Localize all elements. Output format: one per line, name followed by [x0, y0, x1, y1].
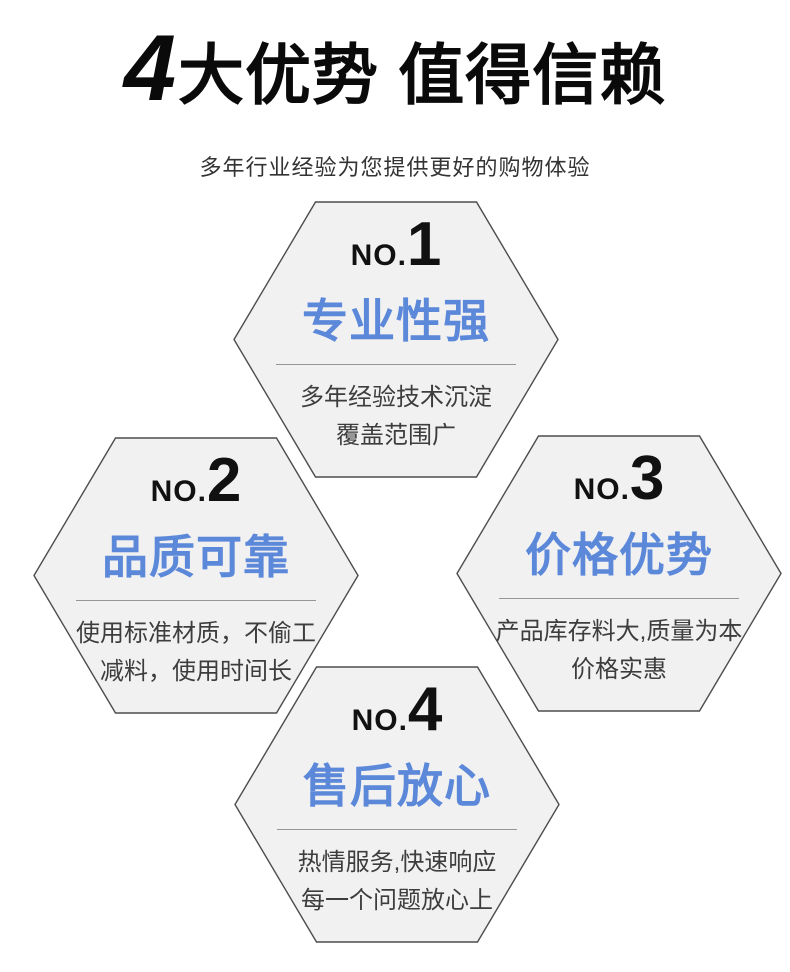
advantage-card-content: NO.1 专业性强 多年经验技术沉淀 覆盖范围广 [233, 201, 559, 478]
rank-number: 1 [406, 210, 442, 279]
rank-number: 2 [206, 446, 242, 515]
advantage-card-1: NO.1 专业性强 多年经验技术沉淀 覆盖范围广 [233, 201, 559, 478]
advantage-card-content: NO.2 品质可靠 使用标准材质，不偷工 减料，使用时间长 [33, 437, 359, 714]
hexagon-shape [233, 201, 559, 478]
hexagon-shape [456, 435, 782, 712]
advantage-card-content: NO.3 价格优势 产品库存料大,质量为本 价格实惠 [456, 435, 782, 712]
advantage-card-3: NO.3 价格优势 产品库存料大,质量为本 价格实惠 [456, 435, 782, 712]
advantage-heading: 专业性强 [302, 295, 490, 347]
title-number: 4 [123, 15, 178, 120]
description-line: 减料，使用时间长 [100, 658, 292, 685]
description-line: 价格实惠 [570, 656, 667, 683]
advantage-heading: 价格优势 [525, 529, 713, 581]
rank-prefix: NO. [350, 239, 407, 272]
rank-prefix: NO. [573, 473, 630, 506]
rank-label: NO.4 [352, 676, 443, 760]
rank-number: 4 [407, 675, 443, 744]
advantage-description: 使用标准材质，不偷工 减料，使用时间长 [76, 615, 316, 691]
hexagon-shape [33, 437, 359, 714]
description-line: 每一个问题放心上 [300, 887, 493, 914]
rank-label: NO.1 [351, 211, 442, 295]
description-line: 产品库存料大,质量为本 [495, 618, 743, 645]
page-title: 4大优势 值得信赖 [0, 18, 790, 144]
rank-label: NO.3 [574, 445, 665, 529]
title-text: 大优势 值得信赖 [177, 38, 667, 112]
hexagon-shape [234, 666, 560, 943]
divider-line [76, 600, 316, 601]
description-line: 覆盖范围广 [336, 422, 456, 449]
advantage-heading: 售后放心 [303, 760, 491, 812]
advantage-description: 产品库存料大,质量为本 价格实惠 [496, 613, 743, 689]
rank-prefix: NO. [351, 704, 408, 737]
advantage-card-4: NO.4 售后放心 热情服务,快速响应 每一个问题放心上 [234, 666, 560, 943]
description-line: 多年经验技术沉淀 [300, 384, 492, 411]
advantage-description: 热情服务,快速响应 每一个问题放心上 [298, 844, 497, 920]
advantage-card-2: NO.2 品质可靠 使用标准材质，不偷工 减料，使用时间长 [33, 437, 359, 714]
rank-label: NO.2 [151, 447, 242, 531]
divider-line [276, 364, 516, 365]
divider-line [277, 829, 517, 830]
advantage-heading: 品质可靠 [102, 531, 290, 583]
rank-prefix: NO. [150, 475, 207, 508]
page-header: 4大优势 值得信赖 多年行业经验为您提供更好的购物体验 [0, 18, 790, 182]
advantage-description: 多年经验技术沉淀 覆盖范围广 [300, 379, 492, 455]
description-line: 热情服务,快速响应 [297, 849, 497, 876]
description-line: 使用标准材质，不偷工 [76, 620, 316, 647]
rank-number: 3 [629, 444, 665, 513]
page-subtitle: 多年行业经验为您提供更好的购物体验 [199, 155, 591, 180]
divider-line [499, 598, 739, 599]
advantage-card-content: NO.4 售后放心 热情服务,快速响应 每一个问题放心上 [234, 666, 560, 943]
